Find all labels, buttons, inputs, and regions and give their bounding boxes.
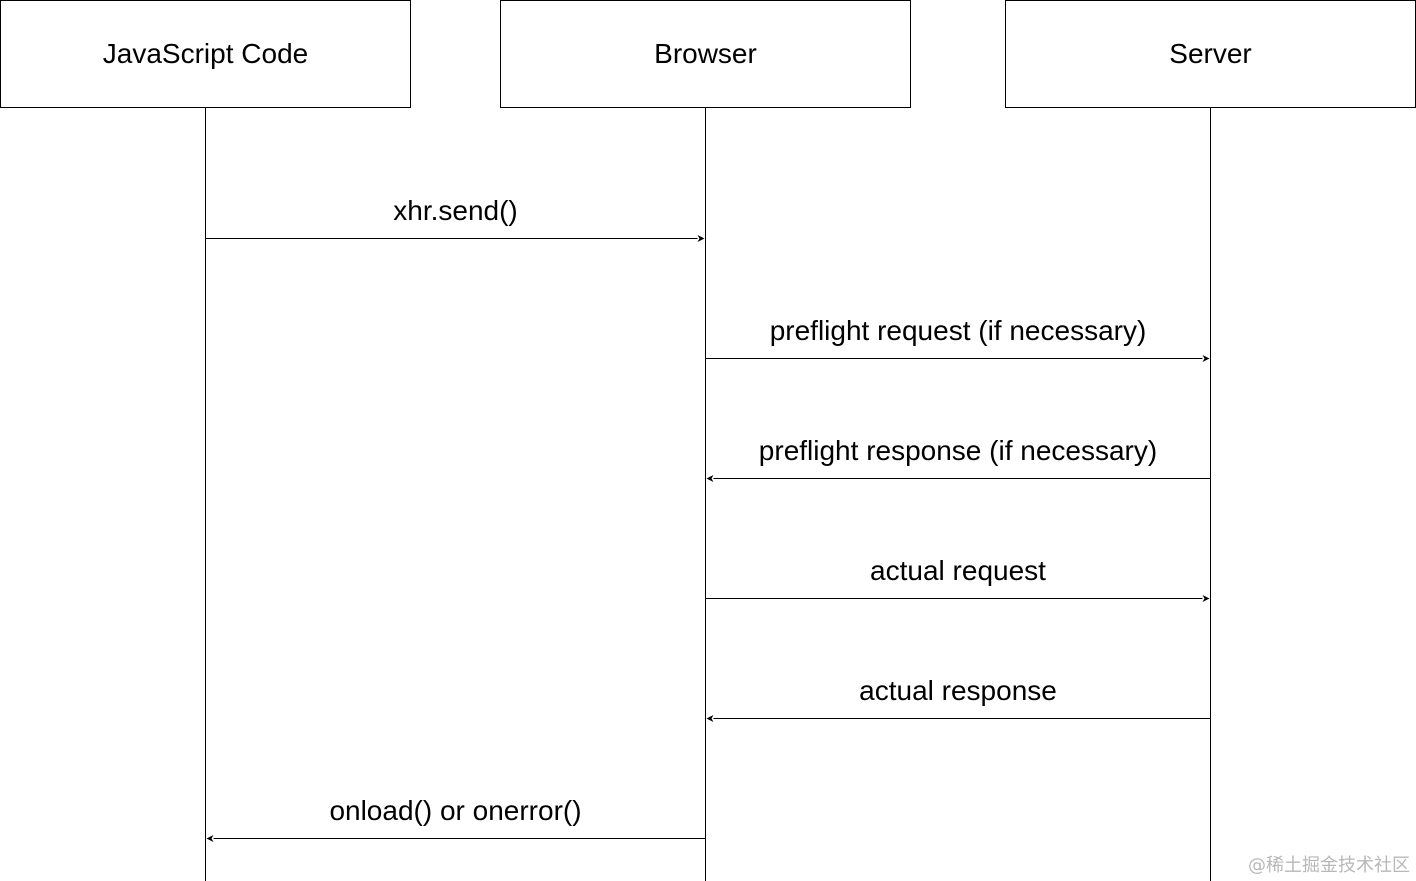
lifeline-browser	[705, 108, 706, 881]
message-label: xhr.send()	[393, 194, 518, 226]
message-label: actual request	[870, 554, 1046, 586]
message-label: onload() or onerror()	[329, 794, 582, 826]
message-label: preflight response (if necessary)	[758, 434, 1158, 466]
lifeline-javascript-code	[205, 108, 206, 881]
message-arrow-head	[697, 235, 705, 242]
message-arrow-head	[206, 835, 214, 842]
message-arrow-head	[706, 715, 714, 722]
actor-label: JavaScript Code	[102, 38, 309, 69]
message-arrow-head	[706, 475, 714, 482]
actor-javascript-code: JavaScript Code	[0, 0, 411, 108]
actor-label: Browser	[654, 38, 757, 69]
actor-server: Server	[1005, 0, 1416, 108]
message-arrow-head	[1202, 595, 1210, 602]
watermark: @稀土掘金技术社区	[1248, 855, 1410, 876]
lifeline-server	[1210, 108, 1211, 881]
message-label: preflight request (if necessary)	[769, 314, 1147, 346]
message-arrow-head	[1202, 355, 1210, 362]
actor-browser: Browser	[500, 0, 911, 108]
actor-label: Server	[1169, 38, 1252, 69]
message-label: actual response	[859, 674, 1057, 706]
